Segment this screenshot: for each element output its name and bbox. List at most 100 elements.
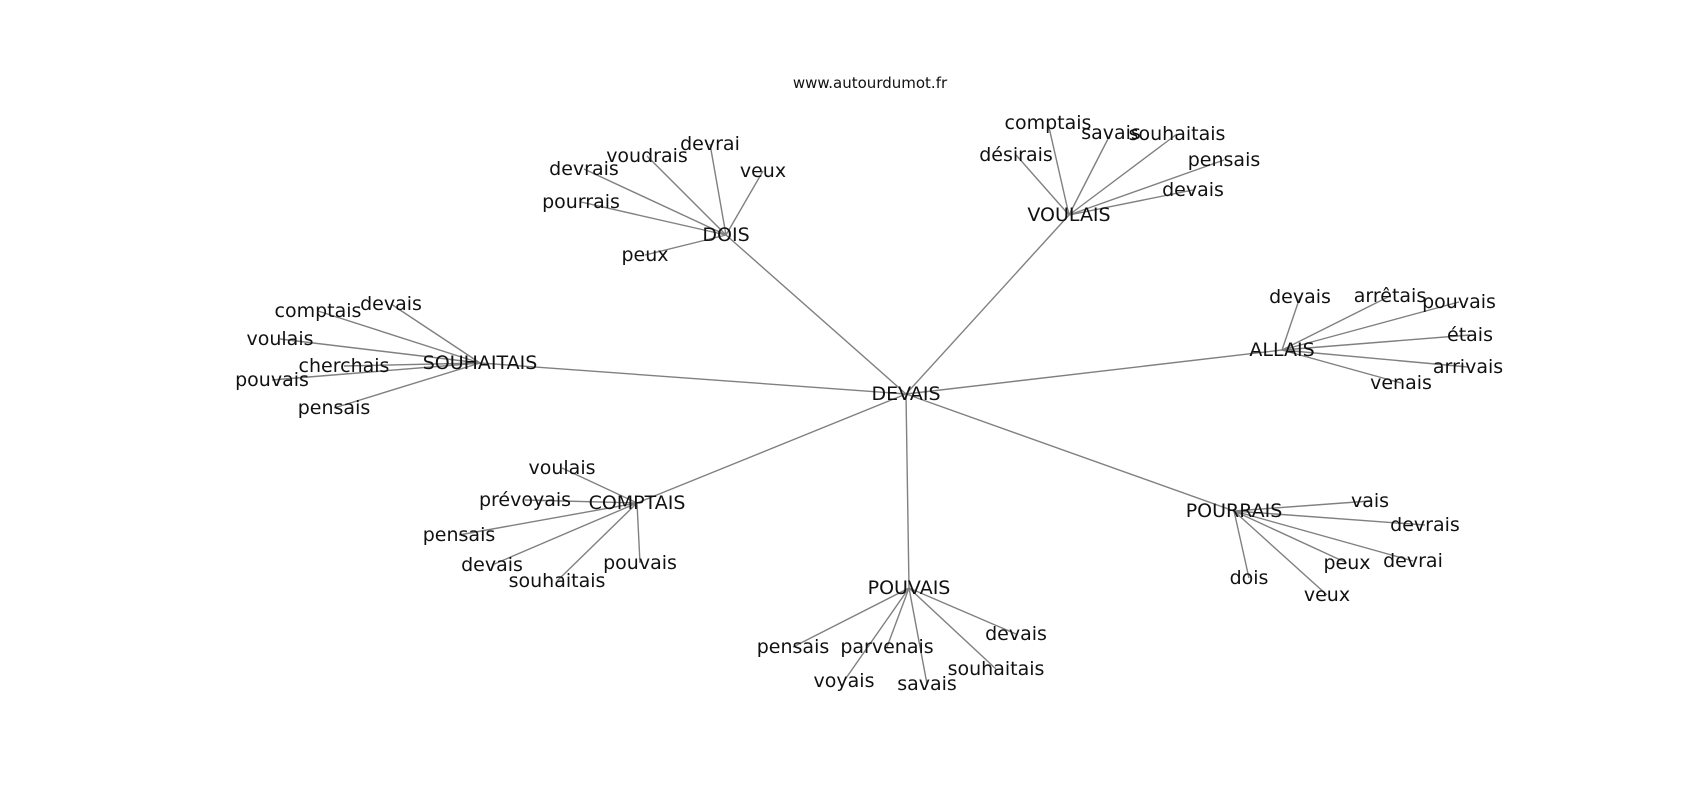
edge-pourrais-to-neighbor [1233, 510, 1328, 596]
edge-pourrais-to-neighbor [1233, 510, 1426, 526]
edge-voulais-to-neighbor [1068, 133, 1178, 216]
neighbor-node: vais [1351, 490, 1389, 512]
neighbor-node: pourrais [542, 191, 620, 213]
neighbor-node: pouvais [603, 552, 677, 574]
edge-center-to-souhaitais [479, 362, 907, 395]
cluster-node: VOULAIS [1027, 204, 1110, 226]
neighbor-node: peux [621, 244, 668, 266]
cluster-node: COMPTAIS [589, 492, 686, 514]
edge-allais-to-neighbor [1281, 349, 1402, 384]
neighbor-node: voulais [246, 328, 313, 350]
edge-dois-to-neighbor [583, 168, 727, 236]
edge-pouvais-to-neighbor [792, 587, 910, 648]
edge-voulais-to-neighbor [1068, 159, 1225, 216]
edge-center-to-pourrais [905, 393, 1235, 512]
edge-souhaitais-to-neighbor [271, 362, 481, 381]
neighbor-node: devrais [549, 158, 619, 180]
edge-center-to-pouvais [905, 393, 910, 589]
edge-souhaitais-to-neighbor [343, 362, 481, 367]
neighbor-node: dois [1230, 567, 1269, 589]
neighbor-node: pouvais [235, 369, 309, 391]
edge-pourrais-to-neighbor [1233, 510, 1250, 579]
edge-center-to-allais [905, 349, 1283, 395]
graph-edges [271, 122, 1471, 685]
neighbor-node: comptais [275, 300, 362, 322]
neighbor-node: voulais [528, 457, 595, 479]
neighbor-node: cherchais [299, 355, 390, 377]
neighbor-node: devrai [680, 133, 740, 155]
neighbor-node: voyais [814, 670, 875, 692]
neighbor-node: souhaitais [948, 658, 1045, 680]
neighbor-node: arrêtais [1354, 285, 1426, 307]
neighbor-node: devais [360, 293, 422, 315]
neighbor-node: parvenais [840, 636, 933, 658]
neighbor-node: peux [1323, 552, 1370, 574]
neighbor-node: devais [985, 623, 1047, 645]
edge-voulais-to-neighbor [1068, 189, 1194, 216]
neighbor-node: devais [461, 554, 523, 576]
cluster-node: POURRAIS [1186, 500, 1283, 522]
edge-comptais-to-neighbor [491, 502, 638, 566]
neighbor-node: prévoyais [479, 489, 571, 511]
edge-voulais-to-neighbor [1047, 122, 1070, 216]
neighbor-node: veux [1304, 584, 1350, 606]
edge-allais-to-neighbor [1281, 295, 1391, 351]
edge-pourrais-to-neighbor [1233, 510, 1414, 562]
edge-pourrais-to-neighbor [1233, 510, 1348, 564]
edge-comptais-to-neighbor [636, 502, 641, 564]
center-node: DEVAIS [871, 383, 940, 405]
edge-pouvais-to-neighbor [908, 587, 928, 685]
edge-souhaitais-to-neighbor [279, 338, 481, 364]
cluster-node: DOIS [702, 224, 749, 246]
edge-pouvais-to-neighbor [908, 587, 1017, 635]
neighbor-node: veux [740, 160, 786, 182]
neighbor-node: venais [1370, 372, 1432, 394]
edge-dois-to-neighbor [725, 170, 764, 236]
edge-allais-to-neighbor [1281, 301, 1460, 351]
edge-pouvais-to-neighbor [886, 587, 910, 648]
edge-comptais-to-neighbor [524, 499, 638, 504]
neighbor-node: savais [897, 673, 957, 695]
edge-comptais-to-neighbor [556, 502, 638, 582]
neighbor-node: souhaitais [1129, 123, 1226, 145]
edge-center-to-dois [725, 234, 907, 395]
neighbor-node: comptais [1005, 112, 1092, 134]
neighbor-node: pensais [757, 636, 830, 658]
edge-dois-to-neighbor [646, 155, 727, 236]
neighbor-node: devais [1162, 179, 1224, 201]
edge-comptais-to-neighbor [561, 467, 638, 504]
cluster-node: ALLAIS [1249, 339, 1314, 361]
edge-voulais-to-neighbor [1068, 132, 1112, 216]
edge-souhaitais-to-neighbor [317, 310, 481, 364]
neighbor-node: désirais [979, 144, 1053, 166]
edge-allais-to-neighbor [1281, 296, 1301, 351]
edge-pouvais-to-neighbor [843, 587, 910, 682]
site-label: www.autourdumot.fr [793, 74, 948, 92]
neighbor-node: souhaitais [509, 570, 606, 592]
edge-pouvais-to-neighbor [908, 587, 997, 670]
neighbor-node: voudrais [606, 145, 688, 167]
edge-pourrais-to-neighbor [1233, 500, 1371, 512]
neighbor-node: pensais [298, 397, 371, 419]
edge-center-to-voulais [905, 214, 1070, 395]
neighbor-node: étais [1447, 324, 1493, 346]
cluster-node: POUVAIS [868, 577, 951, 599]
edge-dois-to-neighbor [580, 201, 727, 236]
edge-comptais-to-neighbor [458, 502, 638, 536]
neighbor-node: pensais [1188, 149, 1261, 171]
edge-souhaitais-to-neighbor [390, 303, 481, 364]
edge-allais-to-neighbor [1281, 349, 1469, 368]
edge-dois-to-neighbor [709, 143, 727, 236]
cluster-node: SOUHAITAIS [423, 352, 538, 374]
neighbor-node: pensais [423, 524, 496, 546]
graph-labels: www.autourdumot.fr DEVAISDOISdevraiveuxv… [235, 74, 1503, 695]
edge-dois-to-neighbor [644, 234, 727, 256]
edge-allais-to-neighbor [1281, 334, 1471, 351]
edge-voulais-to-neighbor [1015, 154, 1070, 216]
neighbor-node: devais [1269, 286, 1331, 308]
neighbor-node: arrivais [1433, 356, 1503, 378]
neighbor-node: savais [1081, 122, 1141, 144]
neighbor-node: pouvais [1422, 291, 1496, 313]
neighbor-node: devrai [1383, 550, 1443, 572]
